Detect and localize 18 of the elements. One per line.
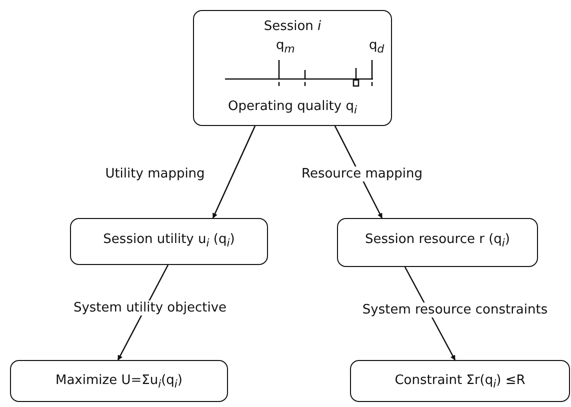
node-label: Session resource r (q$_{i}$) (365, 232, 510, 250)
process-box (70, 218, 268, 265)
node-label: Constraint Σr(q$_{i}$) ≤R (394, 373, 526, 391)
edge-label: System resource constraints (360, 302, 550, 318)
node-label: Maximize U=Σu$_{i}$(q$_{i}$) (56, 373, 182, 391)
arrow (212, 126, 256, 218)
edge-label: Resource mapping (300, 166, 424, 182)
scale-mark-label: q$_{m}$ (276, 38, 295, 56)
node-label: Operating quality q$_{i}$ (228, 99, 357, 117)
edge-label: System utility objective (71, 300, 229, 316)
edge-label: Utility mapping (103, 166, 207, 182)
scale-mark-label: q$_{d}$ (369, 38, 384, 56)
process-box (337, 218, 538, 267)
process-box (10, 360, 228, 402)
node-title: Session i (264, 19, 322, 34)
session-box (193, 10, 392, 126)
process-box (350, 360, 570, 402)
node-label: Session utility u$_{i}$ (q$_{i}$) (103, 232, 235, 250)
